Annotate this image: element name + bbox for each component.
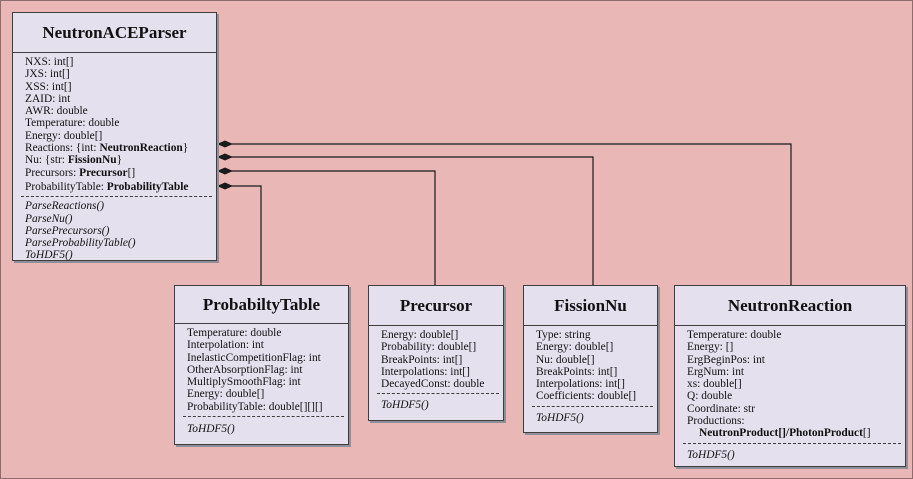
attribute: ProbabilityTable: ProbabilityTable (25, 180, 189, 193)
attribute: DecayedConst: double (381, 378, 485, 391)
method: ToHDF5() (687, 448, 735, 461)
section-divider (21, 196, 212, 198)
attribute-list: Temperature: double Energy: [] ErgBeginP… (675, 326, 905, 441)
class-name: FissionNu (524, 286, 657, 326)
attribute: Reactions: {int: NeutronReaction} (25, 142, 189, 155)
section-divider (683, 442, 901, 444)
attribute: AWR: double (25, 105, 88, 118)
composition-diamond (217, 153, 233, 161)
method-list: ParseReactions() ParseNu() ParsePrecurso… (13, 197, 216, 261)
attribute: Interpolations: int[] (381, 365, 470, 378)
class-name: Precursor (369, 286, 503, 326)
attribute: Coordinate: str (687, 402, 756, 415)
method: ParseNu() (25, 212, 73, 225)
attribute: ZAID: int (25, 92, 71, 105)
method-list: ToHDF5() (675, 444, 905, 461)
attribute: Productions: (687, 415, 745, 428)
attribute: JXS: int[] (25, 68, 70, 81)
attribute: Temperature: double (25, 117, 120, 130)
method: ToHDF5() (187, 423, 235, 436)
attribute: XSS: int[] (25, 80, 72, 93)
class-neutron-ace-parser[interactable]: NeutronACEParser NXS: int[] JXS: int[] X… (12, 12, 217, 261)
attribute: NeutronProduct[]/PhotonProduct[] (699, 427, 871, 440)
composition-diamond (217, 182, 233, 190)
attribute: Interpolation: int (187, 339, 264, 352)
attribute: Energy: double[] (187, 388, 265, 401)
method: ToHDF5() (25, 249, 73, 262)
class-name: NeutronACEParser (13, 13, 216, 53)
method-list: ToHDF5() (369, 394, 503, 411)
attribute: InelasticCompetitionFlag: int (187, 351, 321, 364)
attribute: MultiplySmoothFlag: int (187, 376, 301, 389)
attribute: ErgBeginPos: int (687, 353, 765, 366)
composition-diamond (217, 140, 233, 148)
class-precursor[interactable]: Precursor Energy: double[] Probability: … (368, 285, 504, 421)
attribute-list: NXS: int[] JXS: int[] XSS: int[] ZAID: i… (13, 53, 216, 194)
method: ParsePrecursors() (25, 224, 110, 237)
method-list: ToHDF5() (524, 407, 657, 424)
attribute: Type: string (536, 329, 591, 341)
attribute: OtherAbsorptionFlag: int (187, 363, 303, 376)
attribute: BreakPoints: int[] (381, 353, 463, 366)
method: ParseReactions() (25, 200, 105, 213)
section-divider (532, 405, 653, 407)
attribute: BreakPoints: int[] (536, 365, 618, 378)
class-name: NeutronReaction (675, 286, 905, 326)
class-probability-table[interactable]: ProbabiltyTable Temperature: double Inte… (174, 285, 349, 445)
attribute: ProbabilityTable: double[][][] (187, 400, 323, 413)
attribute: Nu: double[] (536, 353, 595, 366)
attribute: Temperature: double (687, 329, 782, 341)
attribute: Temperature: double (187, 327, 282, 339)
connector-precursor (217, 170, 436, 285)
attribute: NXS: int[] (25, 56, 74, 68)
class-name: ProbabiltyTable (175, 286, 348, 324)
attribute: ErgNum: int (687, 365, 745, 378)
attribute: Coefficients: double[] (536, 390, 637, 403)
connector-reaction (217, 143, 792, 285)
attribute: Q: double (687, 390, 733, 403)
connector-probtable (217, 185, 262, 285)
method: ToHDF5() (381, 399, 429, 412)
class-neutron-reaction[interactable]: NeutronReaction Temperature: double Ener… (674, 285, 906, 467)
attribute-list: Energy: double[] Probability: double[] B… (369, 326, 503, 391)
section-divider (183, 416, 344, 418)
attribute: Precursors: Precursor[] (25, 166, 136, 179)
attribute-list: Type: string Energy: double[] Nu: double… (524, 326, 657, 404)
attribute: Nu: {str: FissionNu} (25, 154, 123, 167)
method-list: ToHDF5() (175, 417, 348, 435)
attribute: Interpolations: int[] (536, 378, 625, 391)
class-fission-nu[interactable]: FissionNu Type: string Energy: double[] … (523, 285, 658, 433)
connector-fissionnu (217, 156, 594, 285)
attribute: xs: double[] (687, 378, 742, 391)
attribute-list: Temperature: double Interpolation: int I… (175, 324, 348, 414)
attribute: Energy: double[] (536, 341, 614, 354)
attribute: Energy: double[] (381, 329, 459, 341)
method: ParseProbabilityTable() (25, 237, 136, 250)
section-divider (377, 393, 499, 395)
method: ToHDF5() (536, 411, 584, 424)
attribute: Energy: double[] (25, 129, 103, 142)
attribute: Energy: [] (687, 341, 734, 354)
attribute: Probability: double[] (381, 341, 477, 354)
composition-diamond (217, 167, 233, 175)
